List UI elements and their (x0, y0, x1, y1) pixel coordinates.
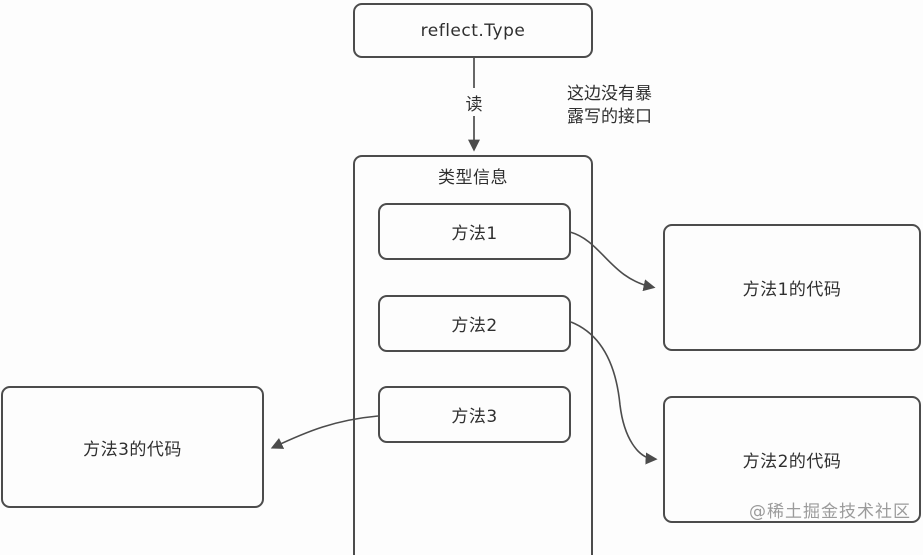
annotation-no-write-interface: 这边没有暴 露写的接口 (567, 84, 652, 127)
read-edge-label: 读 (457, 88, 491, 116)
diagram-canvas: reflect.Type 类型信息 方法1 方法2 方法3 方法1的代码 方法2… (1, 3, 921, 555)
node-method-3-code: 方法3的代码 (1, 386, 264, 508)
node-method-2: 方法2 (378, 295, 571, 352)
node-method-3: 方法3 (378, 386, 571, 443)
node-method-1-label: 方法1 (451, 224, 498, 244)
node-method-3-label: 方法3 (451, 407, 498, 427)
node-method-1-code: 方法1的代码 (663, 224, 921, 351)
watermark-text: @稀土掘金技术社区 (749, 502, 911, 522)
node-reflect-type: reflect.Type (353, 3, 593, 58)
node-method-2-label: 方法2 (451, 316, 498, 336)
node-type-info-label: 类型信息 (438, 168, 508, 188)
node-method-1-code-label: 方法1的代码 (742, 280, 842, 300)
node-method-2-code-label: 方法2的代码 (742, 452, 842, 472)
node-method-3-code-label: 方法3的代码 (83, 439, 182, 460)
node-method-1: 方法1 (378, 203, 571, 260)
node-method-2-code: 方法2的代码 (663, 396, 921, 523)
node-reflect-type-label: reflect.Type (420, 20, 526, 41)
